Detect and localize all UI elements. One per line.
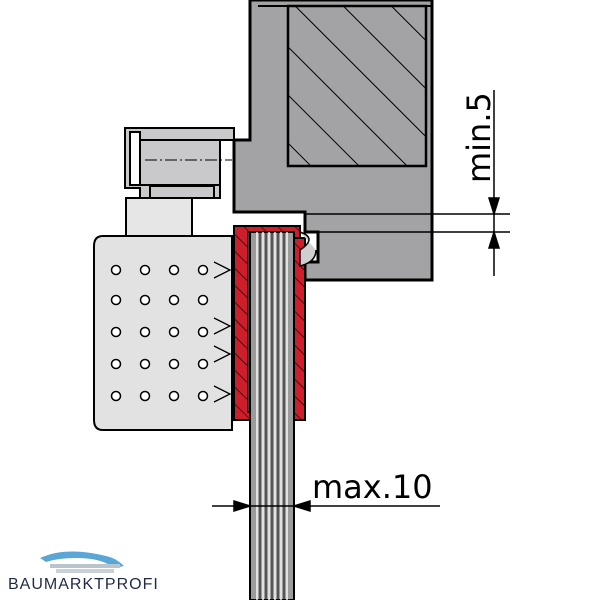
glass-panel [249, 231, 295, 600]
max-thickness-label: max.10 [312, 468, 433, 506]
baumarktprofi-logo: BAUMARKTPROFI [6, 548, 166, 598]
clamp-block [93, 235, 233, 431]
logo-text: BAUMARKTPROFI [8, 576, 159, 593]
frame-profile [232, 0, 434, 282]
min-gap-label: min.5 [460, 92, 498, 183]
logo-swoosh-icon [40, 551, 124, 573]
dimension-min-gap [305, 90, 510, 276]
dimension-max-thickness [212, 499, 440, 513]
hinge-bracket [124, 127, 235, 237]
